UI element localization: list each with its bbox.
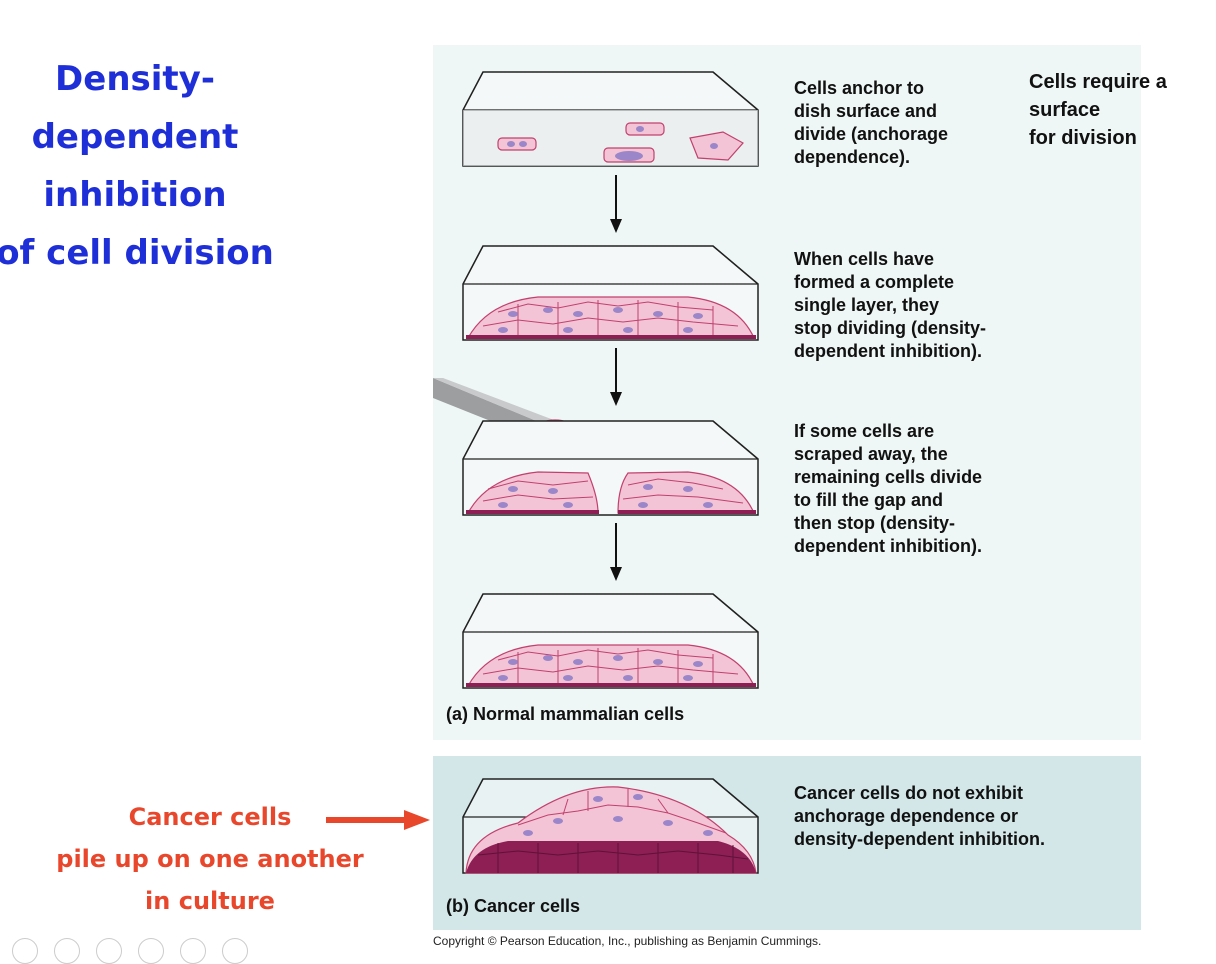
petri-dish-anchoring — [458, 68, 764, 176]
petri-dish-monolayer — [458, 242, 764, 350]
step-3-description: If some cells are scraped away, the rema… — [794, 421, 983, 556]
petri-dish-restored — [458, 590, 764, 698]
cancer-annotation: Cancer cells pile up on one another in c… — [56, 803, 364, 915]
zoom-button[interactable] — [138, 938, 164, 964]
down-arrow — [610, 175, 622, 233]
prev-slide-button[interactable] — [12, 938, 38, 964]
copyright-text: Copyright © Pearson Education, Inc., pub… — [433, 934, 822, 948]
down-arrow — [610, 348, 622, 406]
step-2-description: When cells have formed a complete single… — [794, 249, 986, 361]
slide-nav-controls — [8, 936, 258, 964]
more-button[interactable] — [222, 938, 248, 964]
petri-dish-scraped — [458, 417, 764, 525]
down-arrow — [610, 523, 622, 581]
surface-note: Cells require a surface for division — [1029, 71, 1167, 149]
slide-title: Density- dependent inhibition of cell di… — [0, 59, 274, 273]
panel-b-label: (b) Cancer cells — [446, 896, 581, 916]
step-1-description: Cells anchor to dish surface and divide … — [794, 78, 949, 167]
cancer-description: Cancer cells do not exhibit anchorage de… — [794, 783, 1045, 849]
next-slide-button[interactable] — [54, 938, 80, 964]
red-arrow-icon — [326, 810, 430, 830]
menu-button[interactable] — [96, 938, 122, 964]
petri-dish-cancer — [458, 775, 764, 883]
panel-a-label: (a) Normal mammalian cells — [446, 704, 685, 724]
pen-button[interactable] — [180, 938, 206, 964]
